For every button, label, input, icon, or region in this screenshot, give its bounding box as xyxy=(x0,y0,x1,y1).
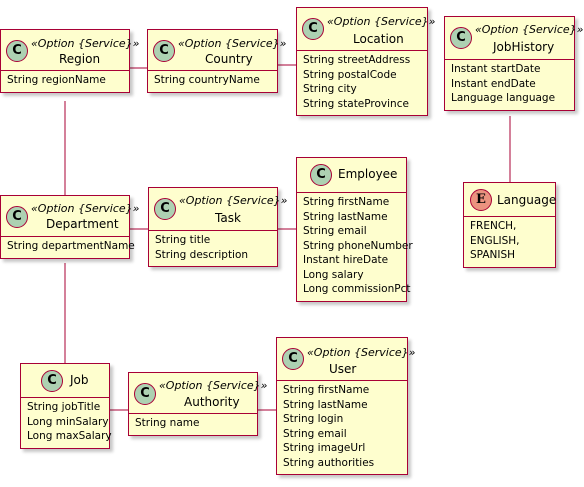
class-authority[interactable]: C «Option {Service}» Authority String na… xyxy=(128,372,267,436)
stereotype-label: «Option {Service}» xyxy=(475,23,584,36)
attribute: String lastName xyxy=(283,398,368,411)
stereotype-label: «Option {Service}» xyxy=(31,37,140,50)
attribute: String description xyxy=(155,248,249,261)
class-job[interactable]: C Job String jobTitle Long minSalary Lon… xyxy=(20,363,112,449)
attribute: String streetAddress xyxy=(303,54,411,66)
attribute-list: String countryName xyxy=(148,70,277,92)
class-name: Country xyxy=(205,52,253,66)
enum-value: ENGLISH, xyxy=(470,234,520,247)
attribute-list: String regionName xyxy=(1,70,129,92)
attribute: String lastName xyxy=(303,210,388,223)
class-name: Department xyxy=(46,217,119,231)
enum-values: FRENCH, ENGLISH, SPANISH xyxy=(464,216,555,267)
attribute: String title xyxy=(155,234,211,246)
attribute: Instant hireDate xyxy=(303,254,389,266)
attribute-list: String title String description xyxy=(149,230,277,266)
class-badge-icon: C xyxy=(282,348,304,370)
class-name: Task xyxy=(215,211,241,225)
attribute: String countryName xyxy=(154,74,260,86)
class-name: Region xyxy=(59,52,101,66)
attribute: Long commissionPct xyxy=(303,283,411,295)
class-user[interactable]: C «Option {Service}» User String firstNa… xyxy=(276,337,415,475)
attribute: String authorities xyxy=(283,456,375,469)
class-name: Employee xyxy=(338,167,398,181)
attribute: String postalCode xyxy=(303,68,397,81)
class-jobhistory[interactable]: C «Option {Service}» JobHistory Instant … xyxy=(444,16,583,111)
class-name: Location xyxy=(353,32,404,46)
stereotype-label: «Option {Service}» xyxy=(307,346,416,359)
class-name: Authority xyxy=(184,395,240,409)
enum-badge-icon: E xyxy=(470,189,492,211)
attribute: String firstName xyxy=(283,384,370,396)
class-employee[interactable]: C Employee String firstName String lastN… xyxy=(296,157,413,302)
attribute-list: String jobTitle Long minSalary Long maxS… xyxy=(21,397,112,448)
stereotype-label: «Option {Service}» xyxy=(159,379,268,392)
class-badge-icon: C xyxy=(134,383,156,405)
attribute-list: String name xyxy=(129,413,257,435)
attribute: String departmentName xyxy=(7,240,135,252)
class-badge-icon: C xyxy=(153,40,175,62)
class-location[interactable]: C «Option {Service}» Location String str… xyxy=(296,7,435,116)
class-country[interactable]: C «Option {Service}» Country String coun… xyxy=(147,29,286,93)
class-badge-icon: C xyxy=(310,164,332,186)
class-name: JobHistory xyxy=(493,40,555,54)
attribute: String regionName xyxy=(7,74,106,86)
attribute: String email xyxy=(283,427,347,440)
class-badge-icon: C xyxy=(6,40,28,62)
attribute-list: String firstName String lastName String … xyxy=(277,380,407,474)
attribute: String firstName xyxy=(303,196,390,208)
attribute: String city xyxy=(303,83,357,95)
attribute: Language language xyxy=(451,92,556,104)
stereotype-label: «Option {Service}» xyxy=(179,194,288,207)
attribute-list: String firstName String lastName String … xyxy=(297,192,413,301)
stereotype-label: «Option {Service}» xyxy=(178,37,287,50)
attribute: String jobTitle xyxy=(27,401,101,413)
class-name: User xyxy=(329,362,357,376)
class-badge-icon: C xyxy=(302,18,324,40)
stereotype-label: «Option {Service}» xyxy=(327,15,436,28)
class-department[interactable]: C «Option {Service}» Department String d… xyxy=(0,195,139,259)
attribute-list: String departmentName xyxy=(1,236,135,258)
class-name: Job xyxy=(70,373,89,387)
attribute: Instant endDate xyxy=(451,77,536,90)
class-badge-icon: C xyxy=(154,198,176,220)
attribute: String stateProvince xyxy=(303,97,409,110)
attribute: Long salary xyxy=(303,268,364,281)
attribute: Long maxSalary xyxy=(27,430,112,442)
stereotype-label: «Option {Service}» xyxy=(31,202,140,215)
enum-language[interactable]: E Language FRENCH, ENGLISH, SPANISH xyxy=(463,182,556,268)
attribute: String email xyxy=(303,225,367,237)
attribute-list: String streetAddress String postalCode S… xyxy=(297,50,427,115)
attribute: String login xyxy=(283,413,344,425)
class-badge-icon: C xyxy=(450,27,472,49)
enum-value: SPANISH xyxy=(470,249,516,261)
class-badge-icon: C xyxy=(6,206,28,228)
attribute: String name xyxy=(135,417,200,429)
attribute: String phoneNumber xyxy=(303,239,413,252)
attribute: String imageUrl xyxy=(283,442,366,454)
attribute: Instant startDate xyxy=(451,63,541,75)
enum-value: FRENCH, xyxy=(470,220,517,232)
class-task[interactable]: C «Option {Service}» Task String title S… xyxy=(148,187,287,267)
class-badge-icon: C xyxy=(41,370,63,392)
attribute-list: Instant startDate Instant endDate Langua… xyxy=(445,59,574,110)
attribute: Long minSalary xyxy=(27,415,109,428)
class-region[interactable]: C «Option {Service}» Region String regio… xyxy=(0,29,139,93)
class-name: Language xyxy=(497,193,557,207)
